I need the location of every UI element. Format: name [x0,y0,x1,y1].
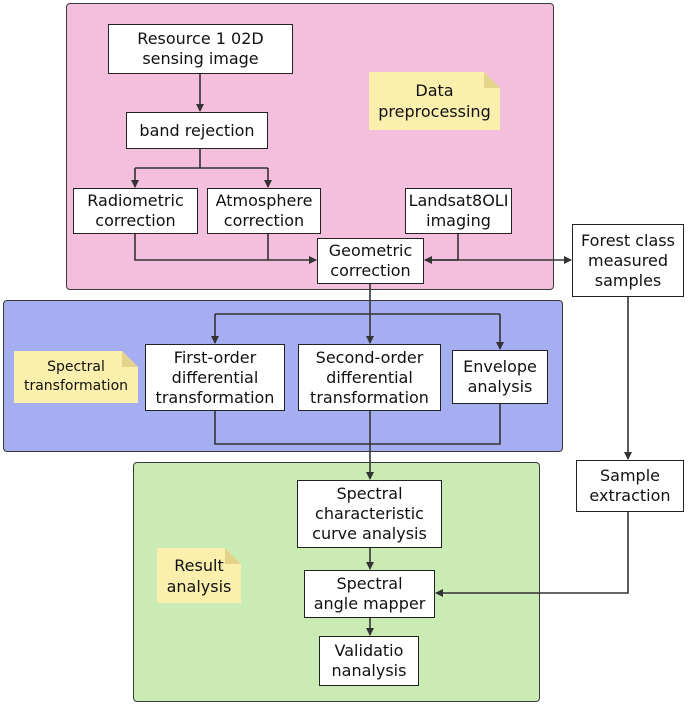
geometric-correction-box: Geometric correction [317,238,424,284]
spectral-curve-analysis-box: Spectral characteristic curve analysis [297,480,442,548]
spectral-angle-mapper-box: Spectral angle mapper [304,570,435,618]
landsat-imaging-box: Landsat8OLI imaging [405,188,512,234]
data-preprocessing-note: Data preprocessing [369,72,500,130]
second-order-transformation-box: Second-order differential transformation [298,344,441,411]
data-preprocessing-label: Data preprocessing [378,81,491,121]
validation-analysis-box: Validatio nanalysis [319,636,419,686]
sample-extraction-box: Sample extraction [576,460,684,512]
band-rejection-box: band rejection [126,112,268,149]
radiometric-correction-box: Radiometric correction [73,188,198,234]
resource-image-box: Resource 1 02D sensing image [108,24,293,74]
forest-samples-box: Forest class measured samples [572,224,684,297]
spectral-transformation-note: Spectral transformation [14,351,138,403]
spectral-transformation-label: Spectral transformation [23,359,129,394]
envelope-analysis-box: Envelope analysis [452,350,548,404]
result-analysis-label: Result analysis [166,555,232,596]
atmosphere-correction-box: Atmosphere correction [207,188,321,234]
result-analysis-note: Result analysis [157,548,241,603]
first-order-transformation-box: First-order differential transformation [145,344,285,411]
